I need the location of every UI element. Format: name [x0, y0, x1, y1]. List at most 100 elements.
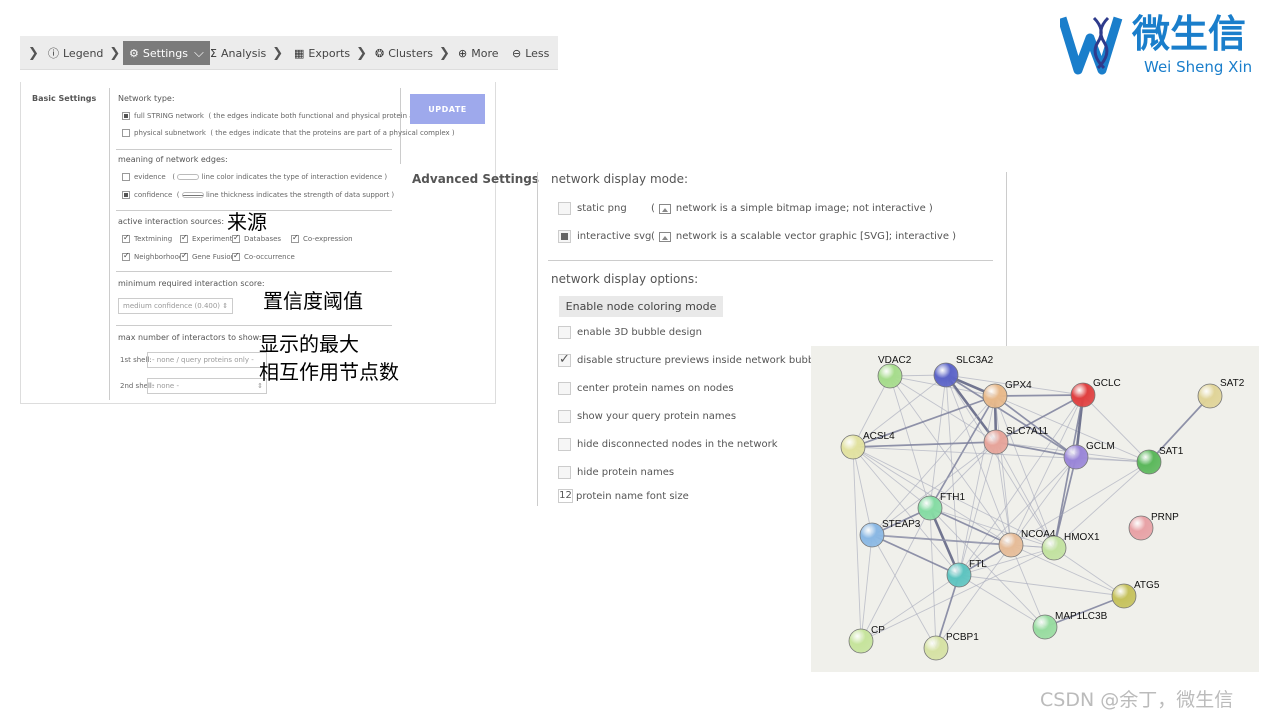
tab-exports[interactable]: ▦Exports❯	[294, 41, 367, 65]
enable-node-coloring-button[interactable]: Enable node coloring mode	[559, 296, 723, 317]
update-button[interactable]: UPDATE	[410, 94, 485, 124]
edge-GCLC-SLC7A11[interactable]	[995, 394, 1084, 443]
tab-clusters[interactable]: ❂Clusters❯	[375, 41, 450, 65]
edge-ACSL4-CP[interactable]	[852, 446, 862, 642]
score-select[interactable]: medium confidence (0.400) ⇕	[118, 298, 233, 314]
edge-GPX4-GCLC[interactable]	[994, 394, 1084, 397]
edge-NCOA4-ATG5[interactable]	[1010, 544, 1125, 597]
source-cooccurrence[interactable]: Co-occurrence	[232, 251, 295, 261]
node-slc3a2[interactable]: SLC3A2	[933, 355, 994, 388]
edge-FTH1-NCOA4[interactable]	[929, 507, 1012, 546]
node-bubble[interactable]	[1070, 382, 1096, 408]
option-disable-structure-previews[interactable]: disable structure previews inside networ…	[558, 352, 828, 367]
edge-HMOX1-CP[interactable]	[860, 547, 1055, 642]
edge-FTL-ATG5[interactable]	[958, 574, 1125, 597]
evidence-option[interactable]: evidence ( line color indicates the type…	[122, 173, 387, 181]
edge-NCOA4-MAP1LC3B[interactable]	[1010, 544, 1046, 628]
edge-FTH1-HMOX1[interactable]	[929, 507, 1055, 549]
edge-ACSL4-FTH1[interactable]	[852, 446, 931, 509]
edge-GPX4-FTL[interactable]	[958, 395, 996, 576]
node-sat2[interactable]: SAT2	[1197, 378, 1245, 409]
node-bubble[interactable]	[1128, 515, 1154, 541]
edge-NCOA4-PCBP1[interactable]	[935, 544, 1012, 649]
edge-ACSL4-SAT1[interactable]	[852, 446, 1150, 463]
source-coexpression[interactable]: Co-expression	[291, 233, 353, 243]
edge-FTL-MAP1LC3B[interactable]	[958, 574, 1046, 628]
edge-SLC3A2-HMOX1[interactable]	[945, 374, 1055, 549]
node-gclm[interactable]: GCLM	[1063, 441, 1115, 470]
edge-SLC7A11-NCOA4[interactable]	[995, 441, 1012, 546]
edge-SLC3A2-ACSL4[interactable]	[852, 374, 947, 448]
node-cp[interactable]: CP	[848, 625, 885, 654]
source-experiments[interactable]: Experiments	[180, 233, 236, 243]
toolbar-back[interactable]: ❯	[22, 41, 39, 65]
edge-GCLM-HMOX1[interactable]	[1053, 456, 1077, 549]
node-vdac2[interactable]: VDAC2	[877, 355, 912, 389]
node-ftl[interactable]: FTL	[946, 559, 987, 588]
node-bubble[interactable]	[1111, 583, 1137, 609]
node-atg5[interactable]: ATG5	[1111, 580, 1160, 609]
edge-SLC7A11-FTL[interactable]	[958, 441, 997, 576]
node-bubble[interactable]	[840, 434, 866, 460]
edge-STEAP3-PCBP1[interactable]	[871, 534, 937, 649]
edge-GCLM-FTL[interactable]	[958, 456, 1077, 576]
node-bubble[interactable]	[1136, 449, 1162, 475]
node-bubble[interactable]	[933, 362, 959, 388]
node-prnp[interactable]: PRNP	[1128, 512, 1179, 541]
edge-FTL-CP[interactable]	[860, 574, 960, 642]
edge-ATG5-MAP1LC3B[interactable]	[1044, 595, 1125, 628]
node-hmox1[interactable]: HMOX1	[1041, 532, 1100, 561]
node-bubble[interactable]	[998, 532, 1024, 558]
edge-GCLC-NCOA4[interactable]	[1010, 394, 1084, 546]
node-pcbp1[interactable]: PCBP1	[923, 632, 979, 661]
option-show-query-names[interactable]: show your query protein names	[558, 410, 736, 423]
edge-HMOX1-FTL[interactable]	[958, 547, 1055, 576]
node-bubble[interactable]	[917, 495, 943, 521]
option-hide-names[interactable]: hide protein names	[558, 466, 674, 479]
edge-GCLC-SAT1[interactable]	[1082, 394, 1150, 463]
node-sat1[interactable]: SAT1	[1136, 446, 1184, 475]
static-png-option[interactable]: static png(network is a simple bitmap im…	[558, 202, 933, 215]
option-3d-bubble[interactable]: enable 3D bubble design	[558, 326, 702, 339]
edge-FTH1-PCBP1[interactable]	[929, 507, 937, 649]
option-center-names[interactable]: center protein names on nodes	[558, 382, 734, 395]
node-gpx4[interactable]: GPX4	[982, 380, 1032, 409]
edge-GPX4-HMOX1[interactable]	[994, 395, 1055, 549]
edge-VDAC2-NCOA4[interactable]	[889, 375, 1012, 546]
edge-SLC3A2-FTH1[interactable]	[929, 374, 947, 509]
node-fth1[interactable]: FTH1	[917, 492, 965, 521]
source-neighborhood[interactable]: Neighborhood	[122, 251, 183, 261]
full-network-option[interactable]: full STRING network ( the edges indicate…	[122, 112, 457, 120]
edge-GCLC-HMOX1[interactable]	[1053, 394, 1084, 549]
edge-GCLC-FTL[interactable]	[958, 394, 1084, 576]
edge-GPX4-SAT1[interactable]	[994, 395, 1150, 463]
edge-ACSL4-FTL[interactable]	[852, 446, 960, 576]
source-gene-fusion[interactable]: Gene Fusion	[180, 251, 235, 261]
second-shell-select[interactable]: - none -⇕	[147, 378, 267, 394]
edge-STEAP3-FTL[interactable]	[871, 534, 960, 576]
edge-SLC3A2-GCLM[interactable]	[945, 374, 1077, 458]
edge-GPX4-FTH1[interactable]	[929, 395, 996, 509]
edge-SLC7A11-HMOX1[interactable]	[995, 441, 1055, 549]
edge-GPX4-GCLM[interactable]	[994, 395, 1077, 458]
source-databases[interactable]: Databases	[232, 233, 281, 243]
node-bubble[interactable]	[1063, 444, 1089, 470]
edge-GCLM-NCOA4[interactable]	[1010, 456, 1077, 546]
node-bubble[interactable]	[848, 628, 874, 654]
source-textmining[interactable]: Textmining	[122, 233, 172, 243]
edge-VDAC2-FTH1[interactable]	[889, 375, 931, 509]
node-bubble[interactable]	[983, 429, 1009, 455]
edge-HMOX1-ATG5[interactable]	[1053, 547, 1125, 597]
edge-SAT2-SAT1[interactable]	[1148, 395, 1211, 463]
physical-subnetwork-option[interactable]: physical subnetwork ( the edges indicate…	[122, 129, 455, 137]
node-bubble[interactable]	[859, 522, 885, 548]
option-hide-disconnected[interactable]: hide disconnected nodes in the network	[558, 438, 778, 451]
edge-SLC7A11-GCLM[interactable]	[995, 441, 1077, 458]
tab-less[interactable]: ⊖Less	[512, 41, 549, 65]
node-bubble[interactable]	[1032, 614, 1058, 640]
tab-settings[interactable]: ⚙Settings⌵	[123, 41, 210, 65]
edge-VDAC2-ACSL4[interactable]	[852, 375, 891, 448]
edge-STEAP3-CP[interactable]	[860, 534, 873, 642]
